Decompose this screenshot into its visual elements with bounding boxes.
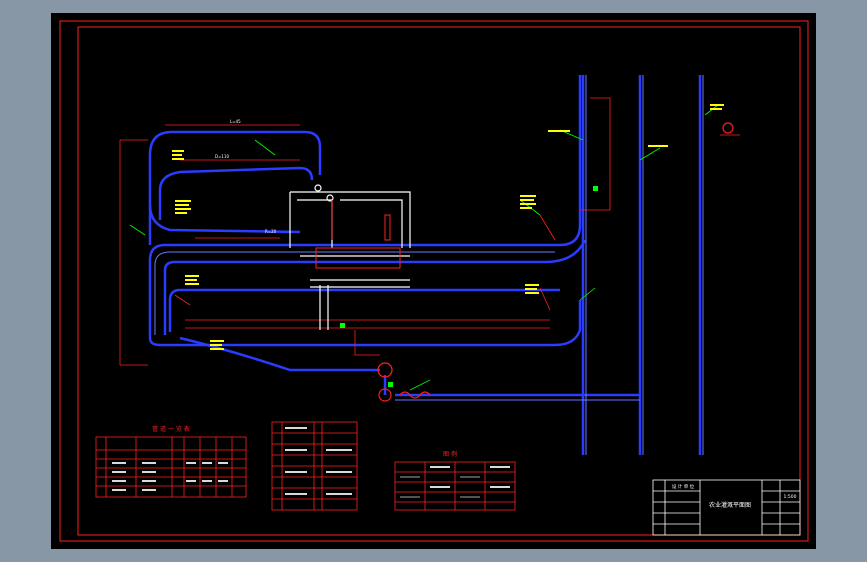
pipe-network xyxy=(148,75,702,455)
title-block xyxy=(652,479,801,536)
inner-border xyxy=(77,26,801,536)
label-l1: R=20 xyxy=(265,229,277,234)
valves xyxy=(377,122,734,402)
dimension-lines xyxy=(119,97,740,366)
pipe-table xyxy=(95,436,247,498)
building xyxy=(289,184,411,330)
pipe-table-title: 管 道 一 览 表 xyxy=(152,425,190,433)
title-block-header: 设 计 单 位 xyxy=(672,483,695,490)
legend-table xyxy=(394,461,516,511)
drawing-scale: 1:500 xyxy=(784,494,797,500)
equipment-table xyxy=(271,421,358,511)
annotations xyxy=(172,104,724,350)
label-l2: D=110 xyxy=(215,154,230,159)
legend-title: 图 例 xyxy=(443,450,457,458)
drawing-sheet xyxy=(51,13,816,549)
outer-border xyxy=(59,20,809,542)
drawing-title: 农业灌溉平面图 xyxy=(709,501,751,509)
label-l3: L=45 xyxy=(230,119,241,124)
